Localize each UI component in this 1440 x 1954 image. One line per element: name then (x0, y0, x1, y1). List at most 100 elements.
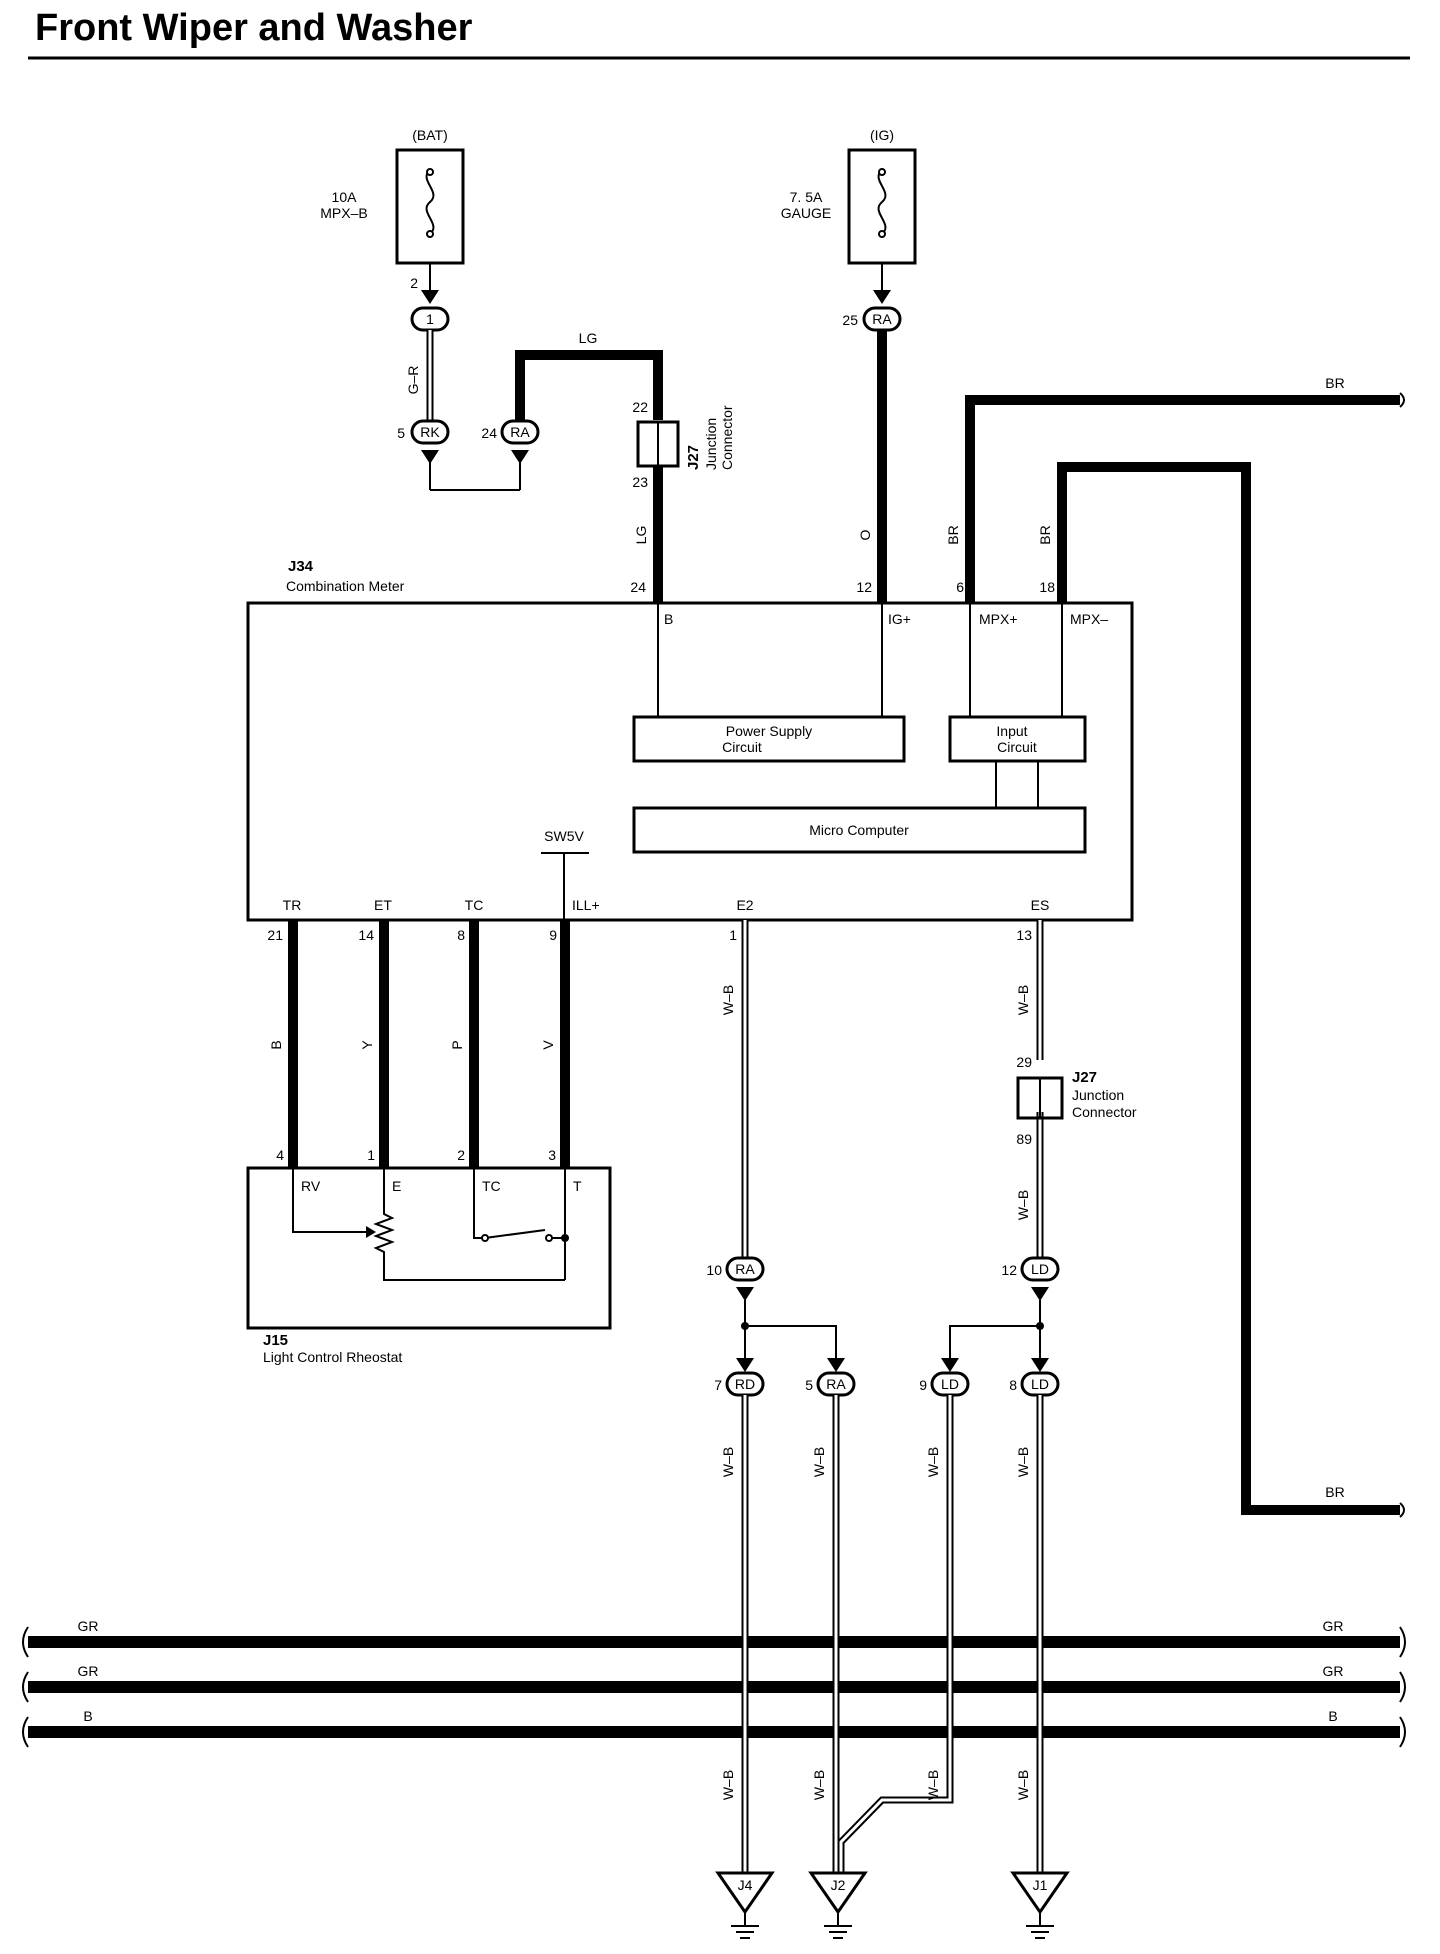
svg-text:P: P (449, 1040, 465, 1049)
svg-text:BR: BR (945, 525, 961, 544)
wire-lg (515, 350, 663, 421)
svg-text:W–B: W–B (1015, 1770, 1031, 1800)
svg-text:21: 21 (267, 927, 283, 943)
fuse-bat-name: MPX–B (320, 205, 367, 221)
sw5v-label: SW5V (544, 828, 584, 844)
svg-text:1: 1 (367, 1147, 375, 1163)
fuse-bat-icon (425, 169, 435, 235)
connector-rk (410, 419, 450, 445)
fuse-bat-pin: 2 (410, 275, 418, 291)
svg-text:W–B: W–B (1015, 985, 1031, 1015)
svg-text:BR: BR (1325, 1484, 1344, 1500)
ground-j1: J1 (1010, 1871, 1070, 1939)
svg-text:BR: BR (1037, 525, 1053, 544)
wire-br-mpx-plus (965, 395, 1400, 602)
svg-text:LD: LD (1031, 1376, 1049, 1392)
arrow-down-icon (873, 290, 891, 304)
connector-ld-12 (1020, 1256, 1060, 1282)
wiper-arrow-icon (366, 1226, 376, 1238)
svg-text:1: 1 (729, 927, 737, 943)
svg-text:W–B: W–B (925, 1770, 941, 1800)
svg-text:Input: Input (996, 723, 1027, 739)
svg-text:W–B: W–B (811, 1447, 827, 1477)
svg-text:18: 18 (1039, 579, 1055, 595)
j15-light-control-rheostat (246, 1166, 612, 1330)
arrow-up-icon (736, 1287, 754, 1301)
svg-text:10: 10 (706, 1262, 722, 1278)
svg-text:MPX+: MPX+ (979, 611, 1018, 627)
svg-text:J4: J4 (738, 1877, 753, 1893)
svg-text:ES: ES (1031, 897, 1050, 913)
svg-text:Junction: Junction (1072, 1087, 1124, 1103)
svg-text:Junction: Junction (703, 418, 719, 470)
j15-id: J15 (263, 1332, 288, 1349)
svg-text:25: 25 (842, 312, 858, 328)
fuse-ig-rating: 7. 5A (790, 189, 823, 205)
svg-text:MPX–: MPX– (1070, 611, 1108, 627)
svg-text:W–B: W–B (720, 985, 736, 1015)
fuse-ig-box (847, 148, 917, 265)
power-supply-circuit (632, 715, 906, 763)
svg-text:W–B: W–B (1015, 1447, 1031, 1477)
j34-combination-meter (246, 601, 1134, 922)
wire-color-lg: LG (579, 330, 598, 346)
svg-text:TC: TC (482, 1178, 501, 1194)
svg-text:RA: RA (826, 1376, 846, 1392)
input-circuit (948, 715, 1087, 763)
fuse-ig-name: GAUGE (781, 205, 832, 221)
arrow-down-icon (736, 1358, 754, 1372)
svg-text:E: E (392, 1178, 401, 1194)
svg-text:9: 9 (919, 1377, 927, 1393)
svg-text:RD: RD (735, 1376, 755, 1392)
svg-text:LD: LD (1031, 1261, 1049, 1277)
svg-text:7: 7 (714, 1377, 722, 1393)
svg-text:J1: J1 (1033, 1877, 1048, 1893)
svg-text:GR: GR (1323, 1618, 1344, 1634)
wire-color-o: O (857, 529, 873, 540)
ground-j2: J2 (808, 1871, 868, 1939)
svg-text:29: 29 (1016, 1054, 1032, 1070)
svg-text:24: 24 (481, 425, 497, 441)
svg-text:2: 2 (457, 1147, 465, 1163)
svg-text:B: B (83, 1708, 92, 1724)
svg-text:W–B: W–B (720, 1770, 736, 1800)
svg-text:Connector: Connector (719, 405, 735, 470)
svg-text:23: 23 (632, 474, 648, 490)
page-title: Front Wiper and Washer (35, 7, 473, 49)
svg-text:TC: TC (465, 897, 484, 913)
fuse-ig-icon (877, 169, 887, 235)
svg-text:12: 12 (1001, 1262, 1017, 1278)
svg-text:RK: RK (420, 424, 440, 440)
svg-text:W–B: W–B (925, 1447, 941, 1477)
svg-text:RA: RA (735, 1261, 755, 1277)
svg-text:GR: GR (1323, 1663, 1344, 1679)
svg-text:ET: ET (374, 897, 392, 913)
connector-ra-10 (725, 1256, 765, 1282)
svg-text:4: 4 (276, 1147, 284, 1163)
svg-text:Connector: Connector (1072, 1104, 1137, 1120)
svg-text:Power Supply: Power Supply (726, 723, 812, 739)
svg-text:13: 13 (1016, 927, 1032, 943)
svg-text:E2: E2 (736, 897, 753, 913)
svg-text:3: 3 (548, 1147, 556, 1163)
svg-text:5: 5 (397, 425, 405, 441)
j27-top-id: J27 (685, 445, 702, 470)
arrow-up-icon (421, 450, 439, 464)
arrow-up-icon (1031, 1287, 1049, 1301)
svg-text:14: 14 (358, 927, 374, 943)
ground-j4: J4 (715, 1871, 775, 1939)
j34-id: J34 (288, 558, 314, 575)
svg-text:V: V (540, 1040, 556, 1050)
resistor-icon (373, 1168, 565, 1281)
svg-text:LG: LG (633, 526, 649, 545)
svg-text:B: B (268, 1040, 284, 1049)
svg-text:B: B (664, 611, 673, 627)
svg-text:8: 8 (1009, 1377, 1017, 1393)
svg-text:TR: TR (283, 897, 302, 913)
arrow-down-icon (941, 1358, 959, 1372)
svg-text:W–B: W–B (720, 1447, 736, 1477)
svg-text:W–B: W–B (811, 1770, 827, 1800)
j34-name: Combination Meter (286, 578, 405, 594)
svg-text:RV: RV (301, 1178, 321, 1194)
